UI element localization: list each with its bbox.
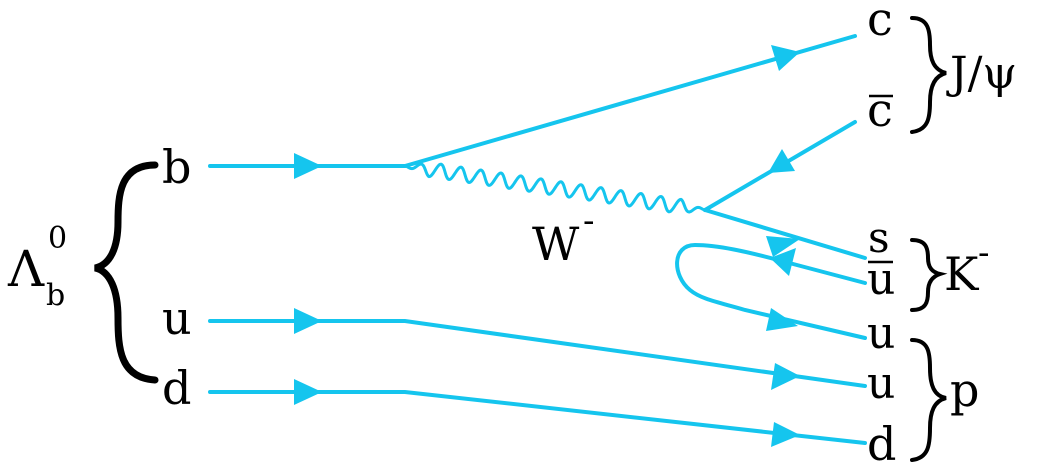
baryon-subscript: b (46, 278, 65, 313)
ubar-quark-arrow (770, 248, 796, 276)
s-quark-label: s (868, 213, 890, 262)
jpsi-label: J/ψ (946, 48, 1017, 99)
u-from-pair-arrow (766, 308, 798, 331)
out-d-label: d (867, 417, 896, 471)
u-quark-label: u (162, 291, 192, 345)
spectator-d-arrow-2 (771, 422, 800, 447)
spectator-u-arrow-1 (294, 308, 322, 334)
w-boson-line (403, 162, 707, 214)
cbar-quark-label: c (867, 83, 893, 137)
b-quark-label: b (162, 140, 191, 194)
out-u2-label: u (867, 358, 895, 409)
ubar-quark-line (675, 242, 867, 340)
spectator-d-line (208, 390, 867, 445)
d-quark-label: d (162, 361, 191, 415)
w-boson-charge: - (583, 201, 595, 241)
s-quark-arrow (766, 236, 800, 257)
w-boson-label: W (532, 217, 580, 271)
out-u1-label: u (867, 308, 895, 359)
c-quark-arrow (771, 45, 800, 71)
baryon-symbol: Λ (7, 240, 45, 298)
kaon-brace (910, 238, 948, 312)
b-quark-arrow (294, 153, 322, 179)
c-quark-label: c (867, 0, 893, 46)
kaon-charge: - (978, 233, 990, 273)
s-quark-line (703, 208, 867, 260)
spectator-u-arrow-2 (771, 363, 800, 390)
baryon-superscript: 0 (48, 221, 67, 256)
lambda-b-brace (93, 161, 159, 384)
spectator-u-line (208, 319, 867, 388)
proton-label: p (950, 363, 979, 417)
cbar-quark-arrow (768, 149, 795, 173)
spectator-d-arrow-1 (294, 379, 322, 405)
ubar-quark-label: u (867, 254, 895, 305)
jpsi-brace (910, 16, 947, 134)
kaon-label: K (944, 247, 980, 301)
proton-brace (910, 338, 947, 462)
